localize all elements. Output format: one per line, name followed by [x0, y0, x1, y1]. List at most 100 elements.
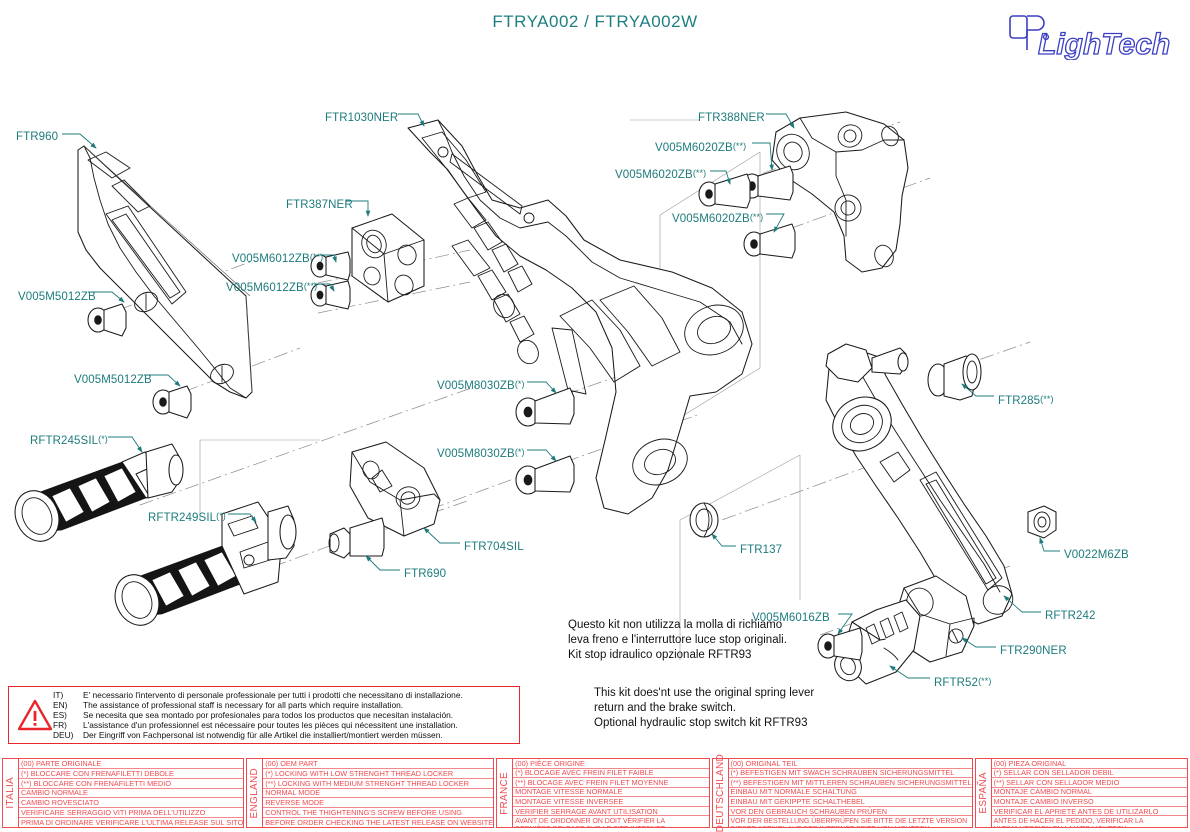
legend-row: (00) OEM PART [263, 759, 494, 769]
part-ftr137 [689, 502, 719, 538]
warning-text: Se necesita que sea montado por profesio… [83, 710, 454, 720]
warning-lang-code: IT) [53, 690, 64, 700]
legend-row: BEFORE ORDER CHECKING THE LATEST RELEASE… [265, 818, 494, 827]
part-label-ftr960: FTR960 [16, 131, 59, 143]
legend-row: REVERSE MODE [263, 798, 494, 809]
warning-row: DEU) Der Eingriff von Fachpersonal ist no… [53, 730, 463, 740]
part-label-v005m6012zb-2: V005M6012ZB(**) [226, 281, 318, 294]
legend-row: VOR DEN GEBRAUCH SCHRAUBEN PRÜFEN [728, 807, 972, 817]
warning-text: Der Eingriff von Fachpersonal ist notwen… [83, 730, 443, 740]
part-v005m8030zb-2 [515, 455, 575, 495]
part-ftr960 [77, 145, 253, 399]
part-label-rftr245sil: RFTR245SIL(*) [30, 434, 108, 447]
legend-country-text: DEUTSCHLAND [714, 753, 726, 832]
legend-row: MONTAGE VITESSE NORMALE [513, 788, 709, 798]
warning-row: EN) The assistance of professional staff … [53, 700, 463, 710]
legend-row: (**) SELLAR CON SELLADOR MEDIO [991, 778, 1187, 788]
part-ftr388ner [771, 111, 909, 273]
legend-row: CONTROL THE THIGHTENING'S SCREW BEFORE U… [263, 808, 494, 819]
part-rftr242 [825, 343, 1014, 625]
note-english: This kit does'nt use the original spring… [594, 687, 815, 729]
legend-row: VOR DER BESTELLUNG ÜBERPRÜFEN SIE BITTE … [730, 818, 968, 827]
leader-lines [62, 113, 1060, 679]
part-label-ftr290ner: FTR290NER [1000, 645, 1067, 657]
note-italian: Questo kit non utilizza la molla di rich… [568, 619, 787, 661]
part-v005m6012zb-1 [310, 251, 351, 281]
legend-row: (*) BEFESTIGEN MIT SWACH SCHRAUBEN SICHE… [728, 769, 972, 779]
legend-country-label: ITALIA [3, 759, 19, 827]
part-label-v005m6020zb-3: V005M6020ZB(**) [672, 212, 764, 225]
part-label-rftr52: RFTR52(**) [934, 676, 992, 689]
legend-row: (**) BLOCAGE AVEC FREIN FILET MOYENNE [513, 778, 709, 788]
part-label-rftr249sil: RFTR249SIL(*) [148, 511, 226, 524]
legend-row: (**) BLOCCARE CON FRENAFILETTI MEDIO [19, 779, 244, 789]
warning-table: IT) E' necessario l'intervento di persona… [53, 690, 463, 740]
part-ftr704sil [349, 441, 441, 537]
warning-row: ES) Se necesita que sea montado por profe… [53, 710, 463, 720]
legend-row: (00) PIÈCE ORIGINE [513, 759, 709, 769]
legend-row: MONTAJE CAMBIO NORMAL [991, 788, 1187, 798]
legend-row: PRIMA DI ORDINARE VERIFICARE L'ULTIMA RE… [21, 818, 244, 827]
warning-lang-code: ES) [53, 710, 67, 720]
legend-row: (*) BLOCCARE CON FRENAFILETTI DEBOLE [19, 769, 244, 779]
legend-row: NORMAL MODE [263, 789, 494, 799]
warning-row: IT) E' necessario l'intervento di persona… [53, 690, 463, 700]
page-title: FTRYA002 / FTRYA002W [492, 12, 698, 31]
part-label-ftr285: FTR285(**) [998, 394, 1054, 407]
legend-country-text: ITALIA [5, 777, 16, 809]
legend-row: (00) ORIGINAL TEIL [728, 759, 972, 769]
legend-country-label: FRANCE [497, 759, 514, 827]
part-ftr1030ner [407, 119, 753, 515]
legend-row: (*) SELLAR CON SELLADOR DEBIL [991, 769, 1187, 779]
part-v005m6020zb-3 [743, 223, 796, 259]
legend-country-text: FRANCE [499, 771, 511, 815]
part-label-ftr388ner: FTR388NER [698, 112, 765, 124]
legend-row: (00) PIEZA ORIGINAL [991, 759, 1187, 769]
lightech-logo: LighTech [1005, 10, 1180, 62]
legend-table: ITALIA(00) PARTE ORIGINALE(*) BLOCCARE C… [2, 754, 1188, 832]
part-label-ftr704sil: FTR704SIL [464, 541, 524, 553]
part-label-ftr690: FTR690 [404, 568, 447, 580]
legend-column-deutschland: DEUTSCHLAND(00) ORIGINAL TEIL(*) BEFESTI… [711, 754, 973, 832]
legend-row: AVANT DE ORDONNER ON DOIT VÉRIFIER LA DE… [515, 818, 666, 827]
legend-row: (**) LOCKING WITH MEDIUM STRENGHT THREAD… [263, 779, 494, 789]
part-rftr245sil [14, 443, 184, 542]
warning-triangle-icon [18, 699, 52, 731]
warning-box: IT) E' necessario l'intervento di persona… [8, 686, 520, 744]
part-ftr387ner [351, 213, 425, 303]
warning-lang-code: DEU) [53, 730, 74, 740]
legend-column-italia: ITALIA(00) PARTE ORIGINALE(*) BLOCCARE C… [2, 758, 245, 828]
part-label-v005m6020zb-2: V005M6020ZB(**) [615, 168, 707, 181]
legend-row: (00) PARTE ORIGINALE [19, 759, 244, 769]
legend-country-label: DEUTSCHLAND [713, 754, 729, 832]
part-label-v0022m6zb: V0022M6ZB [1064, 549, 1129, 561]
part-label-v005m8030zb-1: V005M8030ZB(*) [437, 379, 525, 392]
part-label-v005m6016zb: V005M6016ZB [752, 612, 830, 624]
warning-text: E' necessario l'intervento di personale … [83, 690, 463, 700]
lightech-logo-svg: LighTech [1009, 15, 1171, 62]
legend-row: CAMBIO NORMALE [19, 789, 244, 799]
part-label-ftr1030ner: FTR1030NER [325, 112, 399, 124]
legend-row: MONTAGE VITESSE INVERSEE [513, 797, 709, 807]
legend-row: (**) BEFESTIGEN MIT MITTLEREN SCHRAUBEN … [728, 778, 972, 788]
legend-country-text: ESPAÑA [977, 772, 989, 814]
legend-column-france: FRANCE(00) PIÈCE ORIGINE(*) BLOCAGE AVEC… [496, 758, 710, 828]
part-label-v005m5012zb-1: V005M5012ZB [18, 291, 96, 303]
warning-text: The assistance of professional staff is … [83, 700, 404, 710]
legend-row: ANTES DE HACER EL PEDIDO, VERIFICAR LA U… [993, 818, 1144, 827]
legend-row: MONTAJE CAMBIO INVERSO [991, 797, 1187, 807]
legend-row: VERIFIER SERRAGE AVANT UTILISATION [513, 807, 709, 817]
legend-row: CAMBIO ROVESCIATO [19, 798, 244, 809]
warning-text: L'assistance d'un professionnel est néce… [83, 720, 458, 730]
warning-lang-code: EN) [53, 700, 68, 710]
svg-text:LighTech: LighTech [1038, 28, 1170, 60]
part-rftr249sil [114, 501, 297, 626]
legend-column-españa: ESPAÑA(00) PIEZA ORIGINAL(*) SELLAR CON … [974, 758, 1188, 828]
part-label-v005m6012zb-1: V005M6012ZB(**) [232, 252, 324, 265]
part-label-v005m8030zb-2: V005M8030ZB(*) [437, 447, 525, 460]
warning-row: FR)L'assistance d'un professionnel est n… [53, 720, 463, 730]
legend-row: EINBAU MIT NORMALE SCHALTUNG [728, 788, 972, 798]
part-v005m6016zb [817, 627, 863, 661]
